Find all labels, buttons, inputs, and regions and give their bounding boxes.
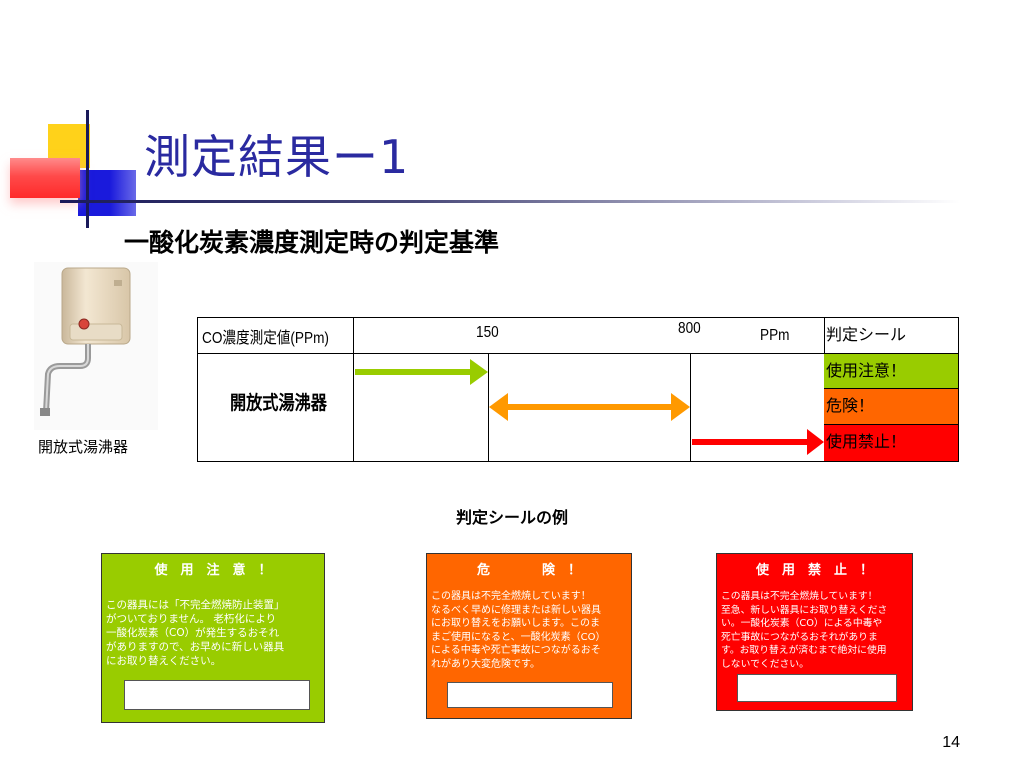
seal-card-line: がありますので、お早めに新しい器具 (106, 641, 285, 653)
tick-800: 800 (678, 320, 701, 337)
seal-card-danger: 危 険 ！ この器具は不完全燃焼しています！ なるべく早めに修理または新しい器具… (426, 553, 632, 719)
seal-prohibited-cell: 使用禁止！ (824, 425, 958, 461)
slide-title: 測定結果ー1 (144, 130, 410, 184)
table-divider (690, 353, 691, 461)
heater-caption: 開放式湯沸器 (38, 438, 129, 456)
seal-card-line: 死亡事故につながるおそれがありま (721, 631, 878, 643)
seal-card-line: にお取り替えください。 (106, 655, 222, 667)
title-decoration-vertical-line (86, 110, 89, 228)
seal-card-text: この器具には「不完全燃焼防止装置」 がついておりません。 老朽化により 一酸化炭… (102, 598, 324, 668)
seal-card-text: この器具は不完全燃焼しています！ 至急、新しい器具にお取り替えくださ い。一酸化… (717, 590, 912, 671)
slide-subtitle: 一酸化炭素濃度測定時の判定基準 (124, 228, 500, 257)
seal-card-blank-box (447, 682, 613, 708)
seal-card-line: まご使用になると、一酸化炭素（CO） (431, 631, 606, 643)
caution-arrow (355, 359, 488, 385)
seal-card-blank-box (124, 680, 310, 710)
tick-150: 150 (476, 324, 499, 341)
seal-card-line: 一酸化炭素（CO）が発生するおそれ (106, 627, 280, 639)
criteria-table: CO濃度測定値(PPm) 150 800 PPm 判定シール 開放式湯沸器 使用… (197, 317, 959, 462)
seal-card-line: す。お取り替えが済むまで絶対に使用 (721, 645, 887, 656)
table-divider (488, 353, 489, 461)
danger-arrow (489, 393, 690, 421)
prohibited-arrow (692, 429, 824, 455)
seal-card-caution: 使 用 注 意 ！ この器具には「不完全燃焼防止装置」 がついておりません。 老… (101, 553, 325, 723)
title-decoration-red (10, 158, 80, 198)
seal-card-line: この器具は不完全燃焼しています！ (721, 591, 878, 602)
range-arrows (355, 359, 824, 455)
table-divider (353, 318, 354, 461)
seal-caution-cell: 使用注意！ (824, 354, 958, 389)
seal-card-line: しないでください。 (721, 658, 809, 670)
seal-header: 判定シール (826, 327, 907, 344)
seal-card-line: にお取り替えをお願いします。このま (431, 618, 600, 629)
seal-card-line: 至急、新しい器具にお取り替えくださ (721, 604, 888, 616)
seal-card-line: この器具は不完全燃焼しています！ (431, 591, 591, 602)
seal-card-line: い。一酸化炭素（CO）による中毒や (721, 618, 883, 629)
seal-card-title: 使 用 注 意 ！ (154, 563, 272, 578)
seal-card-line: れがあり大変危険です。 (431, 658, 540, 670)
danger-arrow-left-head (489, 393, 508, 421)
danger-arrow-right-head (671, 393, 690, 421)
table-divider (198, 353, 958, 354)
caution-arrow-head (470, 359, 488, 385)
title-underline (60, 200, 960, 203)
seal-card-text: この器具は不完全燃焼しています！ なるべく早めに修理または新しい器具 にお取り替… (427, 590, 631, 671)
page-number: 14 (942, 734, 960, 751)
unit-label: PPm (760, 327, 790, 344)
water-heater-image (34, 262, 158, 430)
seal-card-line: この器具には「不完全燃焼防止装置」 (106, 599, 285, 611)
prohibited-arrow-head (807, 429, 824, 455)
seal-card-line: なるべく早めに修理または新しい器具 (431, 604, 601, 616)
seal-card-title: 危 険 ！ (476, 563, 581, 578)
seal-card-blank-box (737, 674, 897, 702)
table-header-label: CO濃度測定値(PPm) (202, 330, 329, 347)
seal-card-title: 使 用 禁 止 ！ (755, 563, 873, 578)
seal-card-prohibited: 使 用 禁 止 ！ この器具は不完全燃焼しています！ 至急、新しい器具にお取り替… (716, 553, 913, 711)
seal-examples-heading: 判定シールの例 (455, 508, 568, 527)
seal-card-line: がついておりません。 老朽化により (106, 613, 277, 625)
seal-card-line: による中毒や死亡事故につながるおそ (431, 645, 601, 656)
device-label: 開放式湯沸器 (230, 392, 327, 414)
seal-danger-cell: 危険！ (824, 389, 958, 425)
